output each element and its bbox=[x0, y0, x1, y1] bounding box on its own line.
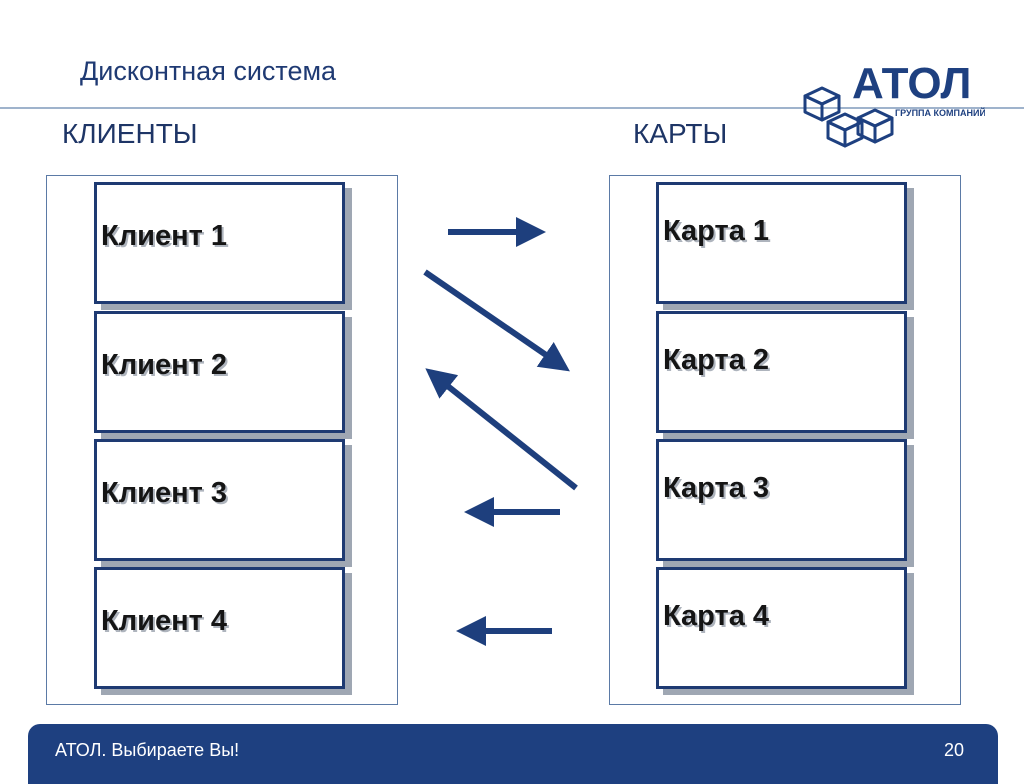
card-label-2: Карта 2 bbox=[663, 344, 770, 376]
card-box-3: Карта 3 bbox=[656, 439, 907, 561]
clients-panel: Клиент 1 Клиент 2 Клиент 3 Клиент 4 bbox=[46, 175, 398, 705]
client-box-2: Клиент 2 bbox=[94, 311, 345, 433]
atol-cubes-icon bbox=[803, 86, 894, 148]
slide-title: Дисконтная система bbox=[80, 56, 337, 86]
client-label-1: Клиент 1 bbox=[101, 220, 227, 252]
card-label-1: Карта 1 bbox=[663, 215, 770, 247]
title-divider bbox=[0, 107, 1024, 109]
atol-logo: АТОЛ ГРУППА КОМПАНИЙ bbox=[803, 59, 985, 148]
cards-panel: Карта 1 Карта 2 Карта 3 Карта 4 bbox=[609, 175, 961, 705]
client-box-1: Клиент 1 bbox=[94, 182, 345, 304]
arrow-client1-to-card2 bbox=[423, 269, 570, 372]
card-label-3: Карта 3 bbox=[663, 472, 770, 504]
mapping-arrows bbox=[423, 217, 578, 646]
arrow-card3-to-client2 bbox=[425, 368, 578, 491]
footer-slogan: АТОЛ. Выбираете Вы! bbox=[55, 740, 240, 760]
logo-brand: АТОЛ bbox=[852, 59, 971, 108]
card-box-2: Карта 2 bbox=[656, 311, 907, 433]
client-label-3: Клиент 3 bbox=[101, 477, 227, 509]
card-box-4: Карта 4 bbox=[656, 567, 907, 689]
client-label-4: Клиент 4 bbox=[101, 605, 227, 637]
client-box-4: Клиент 4 bbox=[94, 567, 345, 689]
card-label-4: Карта 4 bbox=[663, 600, 770, 632]
client-label-2: Клиент 2 bbox=[101, 349, 227, 381]
page-number: 20 bbox=[944, 740, 965, 760]
cards-header: КАРТЫ bbox=[633, 118, 728, 149]
clients-header: КЛИЕНТЫ bbox=[62, 118, 198, 149]
client-box-3: Клиент 3 bbox=[94, 439, 345, 561]
card-box-1: Карта 1 bbox=[656, 182, 907, 304]
logo-tagline: ГРУППА КОМПАНИЙ bbox=[895, 107, 985, 118]
